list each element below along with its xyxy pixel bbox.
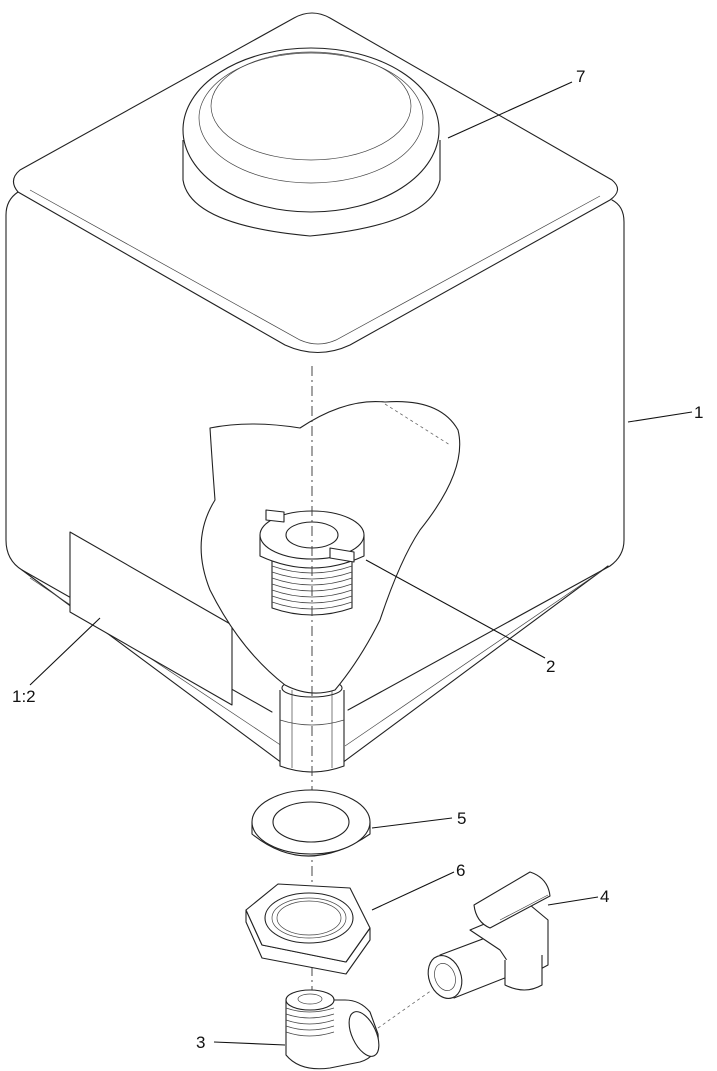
elbow-fitting xyxy=(285,989,380,1070)
spigot-valve xyxy=(427,871,551,999)
callout-5: 5 xyxy=(457,809,466,828)
callout-leaders xyxy=(29,81,693,1046)
bulkhead-fitting xyxy=(259,509,365,616)
label-plate xyxy=(69,531,233,706)
washer xyxy=(251,789,371,857)
callout-1: 1 xyxy=(694,403,703,422)
valve-axis xyxy=(377,989,433,1029)
callout-3: 3 xyxy=(196,1033,205,1052)
tank-left-face xyxy=(5,191,273,713)
tank-right-face xyxy=(347,199,625,711)
callout-7: 7 xyxy=(576,67,585,86)
callout-4: 4 xyxy=(600,887,609,906)
callout-1-2: 1:2 xyxy=(12,687,36,706)
tank-cap xyxy=(182,47,441,237)
callout-6: 6 xyxy=(456,861,465,880)
callout-2: 2 xyxy=(546,657,555,676)
hex-nut xyxy=(245,883,371,975)
